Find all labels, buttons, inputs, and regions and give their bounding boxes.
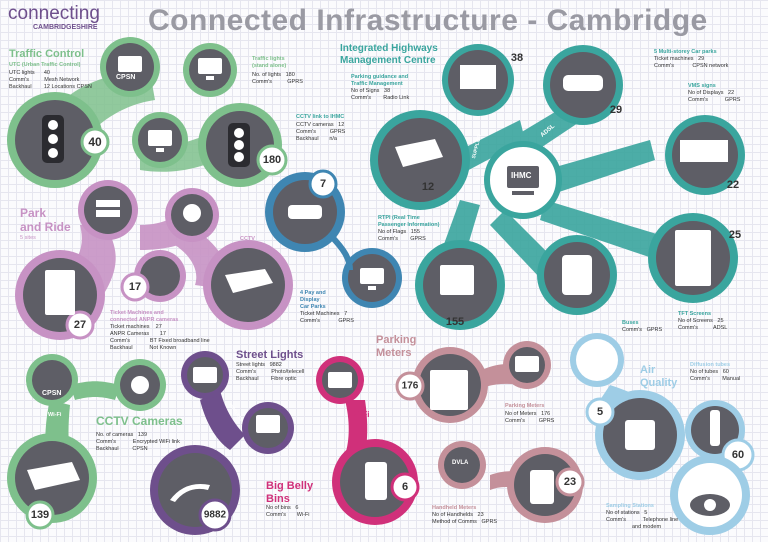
buses-title: Buses [622,320,639,326]
cctv-link-row-comms: Comm's GPRS [296,129,346,135]
cctv-cameras-wifi: Wi-Fi [48,412,62,418]
multi-storey-title: 5 Multi-storey Car parks [654,49,717,55]
parking-meters-row-comms: Comm's GPRS [505,418,555,424]
street-lights-row-backhaul: Backhaul Fibre optic [236,376,297,382]
handheld-row-comms: Method of Comms GPRS [432,519,498,525]
air-quality-stations-count: 5 [596,406,604,418]
parking-guidance-title: Parking guidance and Traffic Management [351,74,409,87]
street-lights-row-comms: Comm's Photo/telecell [236,369,305,375]
sampling-stations-row-comms: Comm's Telephone line [606,517,679,523]
vms-row-displays: No of Displays 22 [688,90,735,96]
parking-guidance-row-comms: Comm's Radio Link [351,95,410,101]
cctv-cameras-count: 139 [30,509,50,521]
traffic-control-title: Traffic Control [9,48,85,60]
diffusion-tubes-count: 60 [731,449,745,461]
big-belly-row-bins: No of bins 6 [266,505,299,511]
cctv-cameras-row-count: No. of cameras 139 [96,432,148,438]
cpsn-label: CPSN [116,74,136,81]
street-lights-cms: CMS [262,425,278,432]
cctv-link-row-backhaul: Backhaul n/a [296,136,337,142]
cctv-cameras-row-comms: Comm's Encrypted WiFi link [96,439,180,445]
ihmc-hub-label: IHMC [511,171,532,180]
street-lights-title: Street Lights [236,349,304,361]
traffic-lights-title: Traffic lights (stand alone) [252,56,287,69]
utc-count: 40 [88,135,102,149]
pay-display-title: 4 Pay and Display Car Parks [300,290,326,310]
tft-row-comms: Comm's ADSL [678,325,728,331]
tft-title: TFT Screens [678,311,712,317]
utc-row-comms: Comm's Mesh Network [9,77,80,83]
diffusion-tubes-title: Diffusion tubes [690,362,731,368]
buses-row-comms: Comm's GPRS [622,327,663,333]
parking-meters-count: 176 [401,380,419,392]
tft-count: 25 [728,229,742,241]
rtpi-title: RTPI (Real Time Passenger Information) [378,215,440,228]
logo-bottom: CAMBRIDGESHIRE [33,24,98,31]
pay-display-row-comms: Comm's GPRS [300,318,354,324]
ihmc-title: Integrated Highways Management Centre [340,43,438,66]
parking-meters-sub-title: Parking Meters [505,403,545,409]
cctv-link-row-cameras: CCTV cameras 12 [296,122,345,128]
big-belly-count: 6 [401,481,409,493]
multi-storey-row-comms: Comm's CPSN network [654,63,729,69]
cctv-cameras-title: CCTV Cameras [96,414,183,428]
air-quality-title: Air Quality [640,364,678,389]
utc-row-lights: UTC lights 40 [9,70,50,76]
traffic-lights-row-lights: No. of lights 180 [252,72,295,78]
parking-meters-row-count: No of Meters 176 [505,411,551,417]
traffic-lights-row-comms: Comm's GPRS [252,79,303,85]
park-ride-title: Park and Ride [20,206,71,234]
vms-row-comms: Comm's GPRS [688,97,741,103]
traffic-lights-count: 180 [262,154,282,166]
tft-row-screens: No of Screens 25 [678,318,724,324]
diffusion-tubes-row-comms: Comm's Manual [690,376,741,382]
rtpi-row-comms: Comm's GPRS [378,236,426,242]
park-ride-row-backhaul: Backhaul Not Known [110,345,177,351]
street-lights-count: 9882 [203,509,227,521]
parking-guidance-count: 38 [510,52,524,64]
sampling-stations-row-comms-2: and modem [606,524,662,530]
street-lights-row-count: Street lights 9882 [236,362,282,368]
vms-title: VMS signs [688,83,716,89]
cctv-cameras-cpsn: CPSN [42,390,62,397]
parking-guidance-row-signs: No of Signs 38 [351,88,391,94]
big-belly-row-comms: Comm's Wi-Fi [266,512,310,518]
park-ride-row-comms: Comm's BT Fixed broadband line [110,338,210,344]
handheld-dvla: DVLA [452,460,469,466]
diffusion-tubes-row-count: No of tubes 60 [690,369,729,375]
cctv-cameras-row-backhaul: Backhaul CPSN [96,446,148,452]
cctv-link-title: CCTV link to IHMC [296,114,345,120]
multi-storey-count: 29 [609,104,623,116]
page-title: Connected Infrastructure - Cambridge [148,4,708,37]
vms-count: 22 [726,179,740,191]
big-belly-title: Big Belly Bins [266,480,314,505]
rtpi-count: 155 [445,316,465,328]
park-ride-machines-count: 27 [73,319,87,331]
utc-subtitle: UTC (Urban Traffic Control) [9,62,81,68]
pay-display-count: 7 [319,178,327,190]
sampling-stations-row-count: No of stations 5 [606,510,648,516]
park-ride-row-anpr: ANPR Cameras 17 [110,331,166,337]
big-belly-wifi: Wi-Fi [350,410,370,419]
pay-display-row-machines: Ticket Machines 7 [300,311,348,317]
sampling-stations-title: Sampling Stations [606,503,654,509]
rtpi-row-flags: No of Flags 155 [378,229,420,235]
park-ride-subtitle: 5 sites [20,235,36,241]
park-ride-row-machines: Ticket machines 27 [110,324,162,330]
utc-row-backhaul: Backhaul 12 Locations CPSN [9,84,92,90]
handheld-row-count: No of Handhelds 23 [432,512,484,518]
park-ride-cctv-label: CCTV [240,236,255,242]
park-ride-machines-title: Ticket Machines and connected ANPR camer… [110,310,179,323]
multi-storey-row-machines: Ticket machines 29 [654,56,705,62]
handheld-count: 23 [563,476,577,488]
handheld-title: Handheld Meters [432,505,477,511]
cctv-link-count: 12 [421,181,435,193]
logo-top: connecting [8,3,100,24]
park-ride-cctv-count: 17 [128,281,142,293]
parking-meters-title: Parking Meters [376,334,417,359]
